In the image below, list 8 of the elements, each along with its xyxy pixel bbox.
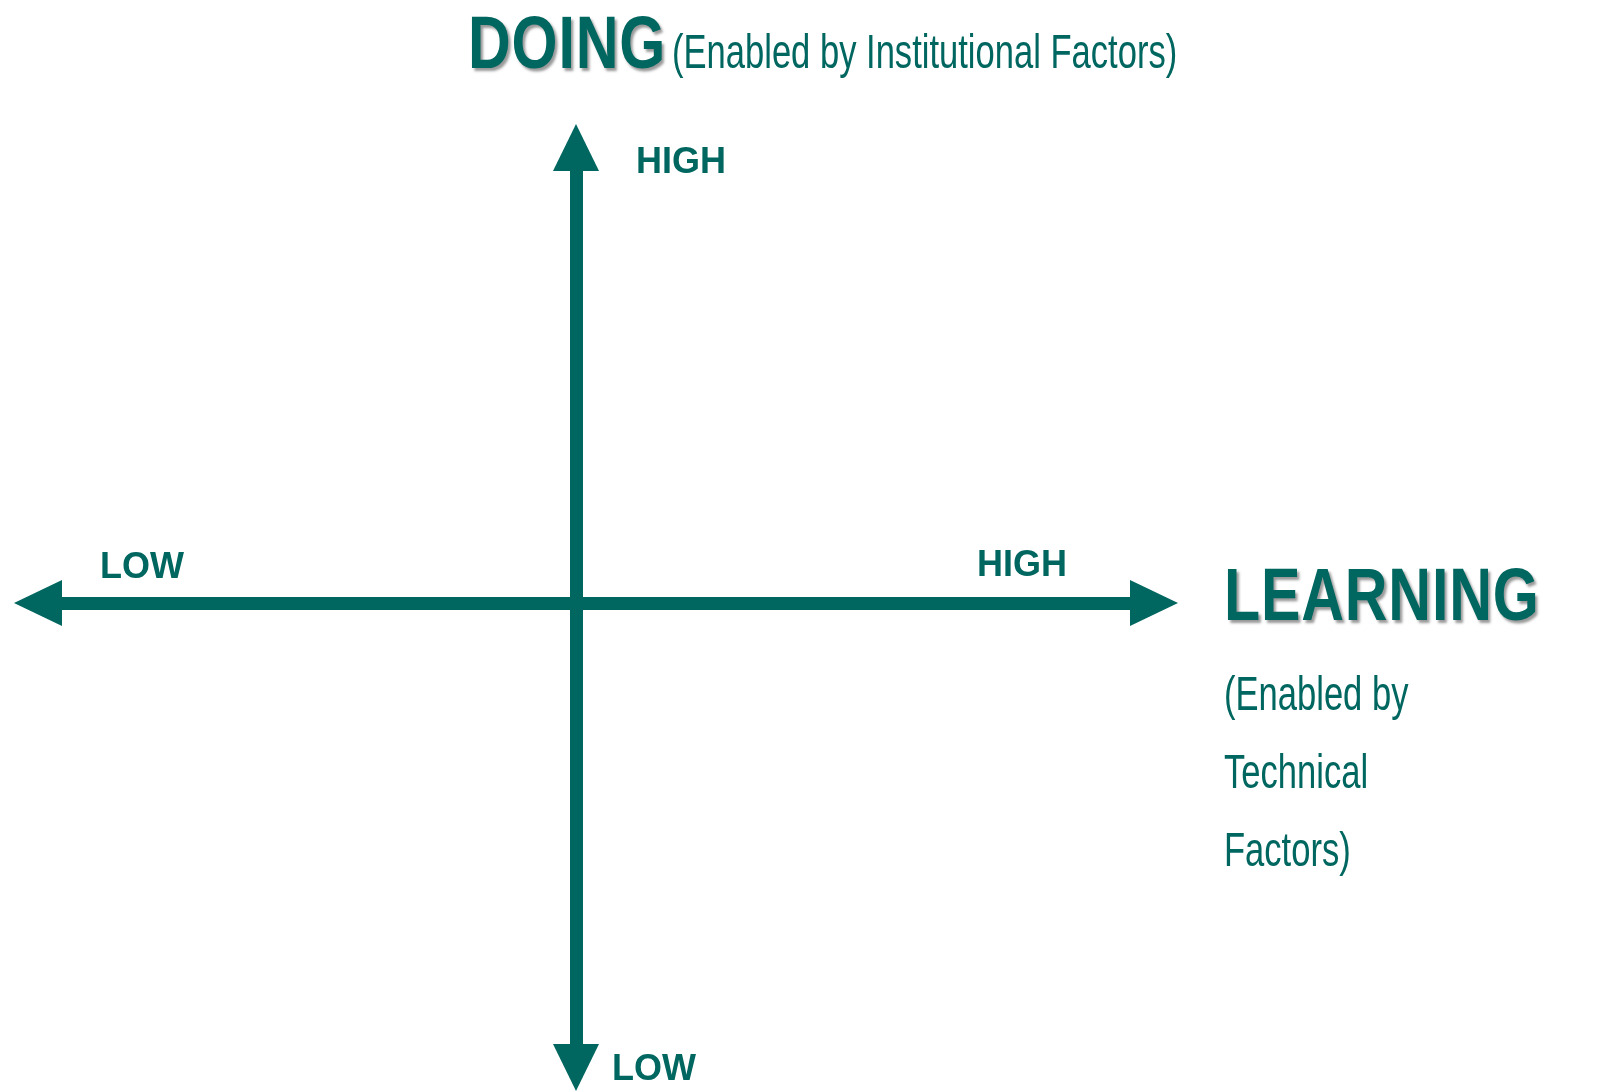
axis-end-label: LOW (612, 1047, 696, 1089)
axis-end-label: LOW (100, 545, 184, 587)
axis-subtitle: (Enabled by Technical Factors) (1224, 666, 1410, 878)
axis-subtitle: (Enabled by Institutional Factors) (672, 24, 1178, 79)
axis-title: LEARNING (1224, 552, 1540, 637)
axis-end-label: HIGH (977, 543, 1067, 585)
axis-title: DOING (468, 0, 667, 85)
axis-end-label: HIGH (636, 140, 726, 182)
